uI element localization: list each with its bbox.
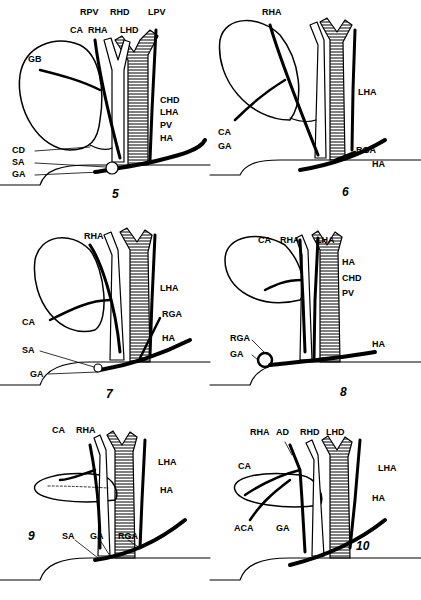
structure-label: AD: [276, 428, 289, 437]
structure-label: SA: [12, 158, 25, 167]
structure-label: PV: [160, 121, 172, 130]
structure-label: CA: [238, 462, 251, 471]
structure-label: HA: [372, 160, 385, 169]
structure-label: LHA: [358, 88, 377, 97]
structure-label: CA: [258, 236, 271, 245]
structure-label: CA: [218, 128, 231, 137]
structure-label: PV: [342, 289, 354, 298]
structure-label: HA: [342, 258, 355, 267]
structure-label: HA: [372, 340, 385, 349]
structure-label: GA: [230, 350, 244, 359]
panel-number: 7: [106, 388, 113, 400]
structure-label: HA: [372, 494, 385, 503]
panel-number: 8: [340, 386, 347, 398]
structure-label: RGA: [230, 334, 250, 343]
structure-label: GA: [90, 532, 104, 541]
structure-label: RPV: [80, 8, 99, 17]
structure-label: LHA: [160, 108, 179, 117]
structure-label: RHA: [76, 426, 96, 435]
structure-label: RGA: [356, 146, 376, 155]
structure-label: RHA: [280, 236, 300, 245]
structure-label: RHD: [110, 8, 130, 17]
structure-label: LPV: [148, 8, 166, 17]
panel-number: 10: [356, 540, 369, 552]
structure-label: GA: [276, 524, 290, 533]
structure-label: LHA: [378, 464, 397, 473]
structure-label: SA: [22, 346, 35, 355]
structure-label: CA: [70, 26, 83, 35]
structure-label: HA: [160, 134, 173, 143]
panel-number: 9: [28, 530, 35, 542]
structure-label: LHA: [316, 236, 335, 245]
structure-label: CD: [12, 146, 25, 155]
structure-label: CA: [52, 426, 65, 435]
structure-label: SA: [62, 532, 75, 541]
structure-label: RGA: [118, 532, 138, 541]
structure-label: RHD: [300, 428, 320, 437]
structure-label: ACA: [234, 524, 254, 533]
structure-label: RHA: [262, 8, 282, 17]
structure-label: GB: [28, 55, 42, 64]
structure-label: GA: [30, 370, 44, 379]
structure-label: LHD: [120, 26, 139, 35]
panel-number: 6: [342, 186, 349, 198]
structure-label: HA: [162, 334, 175, 343]
structure-label: CA: [22, 318, 35, 327]
structure-label: CHD: [160, 96, 180, 105]
structure-label: RHA: [250, 428, 270, 437]
structure-label: RHA: [84, 232, 104, 241]
structure-label: RGA: [162, 310, 182, 319]
structure-label: GA: [218, 142, 232, 151]
structure-label: HA: [160, 486, 173, 495]
structure-label: GA: [12, 170, 26, 179]
structure-label: RHA: [88, 26, 108, 35]
structure-label: LHA: [158, 458, 177, 467]
structure-label: LHA: [160, 284, 179, 293]
structure-label: CHD: [342, 274, 362, 283]
structure-label: LHD: [326, 428, 345, 437]
panel-number: 5: [112, 188, 119, 200]
